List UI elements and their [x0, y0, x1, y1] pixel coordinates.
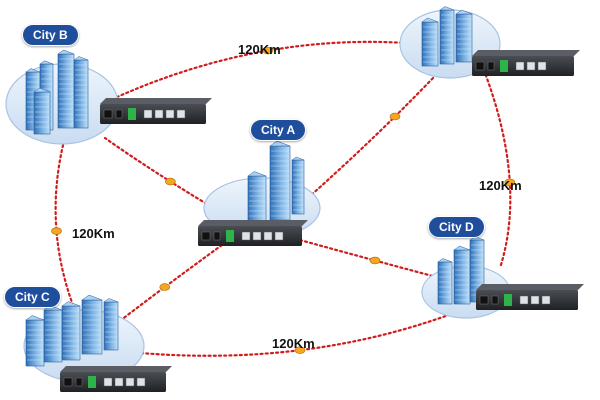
link-marker-e-d — [504, 178, 516, 187]
city-e-building-0 — [421, 17, 439, 67]
city-a-node — [198, 140, 321, 246]
city-d-building-1 — [453, 245, 471, 305]
link-marker-b-e — [262, 46, 274, 55]
link-a-d — [298, 238, 442, 280]
link-marker-b-c — [51, 227, 62, 235]
link-marker-c-d — [294, 346, 306, 354]
city-b-node — [5, 49, 212, 145]
distance-label-c-d: 120Km — [272, 336, 315, 351]
distance-label-b-e: 120Km — [238, 42, 281, 57]
city-b-building-2 — [57, 49, 75, 129]
city-c-building-4 — [103, 298, 119, 351]
city-b-label: City B — [22, 24, 79, 46]
link-c-d — [108, 308, 464, 357]
link-a-e — [290, 56, 454, 214]
city-a-building-1 — [269, 140, 291, 221]
link-a-b — [103, 136, 222, 214]
city-c-label: City C — [4, 286, 61, 308]
city-a-building-2 — [291, 156, 305, 215]
city-e-building-2 — [455, 9, 473, 63]
link-marker-a-d — [369, 256, 381, 265]
link-marker-a-c — [159, 283, 171, 291]
link-marker-a-e — [389, 112, 401, 121]
city-b-building-4 — [33, 87, 51, 135]
city-d-label: City D — [428, 216, 485, 238]
city-e-node — [399, 6, 580, 79]
city-d-device — [476, 284, 584, 310]
city-b-device — [100, 98, 212, 124]
city-d-node — [421, 236, 584, 319]
city-c-building-0 — [25, 315, 45, 367]
city-c-building-1 — [43, 305, 63, 363]
city-d-building-0 — [437, 258, 453, 305]
distance-label-e-d: 120Km — [479, 178, 522, 193]
city-c-building-3 — [81, 294, 103, 355]
markers-layer — [51, 46, 516, 354]
city-e-device — [472, 50, 580, 76]
city-c-building-2 — [61, 301, 81, 361]
city-e-building-1 — [439, 6, 455, 65]
city-a-device — [198, 220, 308, 246]
city-a-building-0 — [247, 171, 267, 223]
distance-label-b-c: 120Km — [72, 226, 115, 241]
city-c-node — [23, 294, 172, 392]
city-a-label: City A — [250, 119, 307, 141]
city-c-buildings — [25, 294, 119, 367]
city-e-buildings — [421, 6, 473, 67]
city-b-building-3 — [73, 56, 89, 129]
link-e-d — [478, 58, 512, 270]
nodes-layer — [5, 6, 584, 392]
city-a-buildings — [247, 140, 305, 223]
city-b-buildings — [25, 49, 89, 135]
city-c-device — [60, 366, 172, 392]
link-marker-a-b — [165, 177, 176, 186]
